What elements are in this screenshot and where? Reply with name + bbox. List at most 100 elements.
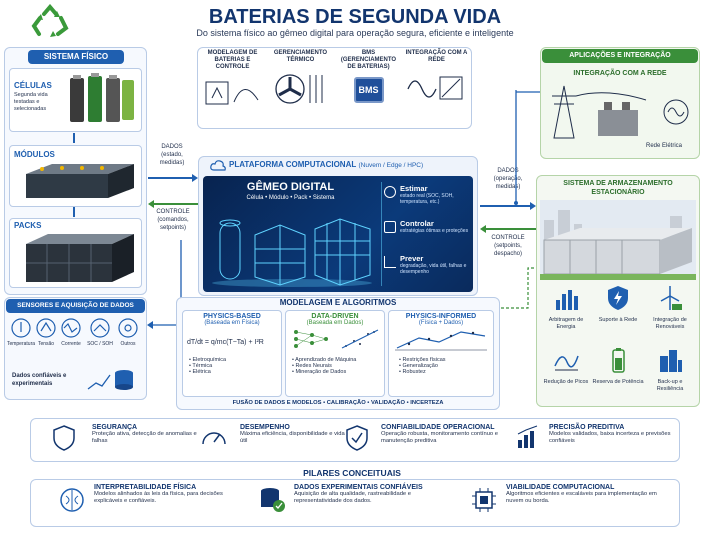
sliders-icon — [384, 221, 396, 233]
model-col-informed-item-1: • Generalização — [399, 363, 438, 369]
sine-wave-icon — [407, 76, 463, 100]
cloud-icon — [210, 158, 226, 171]
benefit-0-title: SEGURANÇA — [92, 424, 138, 431]
benefit-3-title: PRECISÃO PREDITIVA — [549, 424, 625, 431]
sensor-label-0: Temperatura — [6, 341, 36, 347]
function-control: Controlar estratégias ótimas e proteções — [384, 219, 470, 234]
bms-chip-icon: BMS — [353, 77, 384, 103]
app-2-label: Integração de Renováveis — [653, 317, 687, 330]
model-col-physics-item-1: • Térmica — [189, 363, 213, 369]
module-image — [22, 160, 137, 202]
benefit-1: DESEMPENHO Máxima eficiência, disponibil… — [200, 424, 350, 445]
pillar-1: DADOS EXPERIMENTAIS CONFIÁVEIS Aquisição… — [258, 484, 458, 512]
model-col-data-item-2: • Mineração de Dados — [292, 369, 347, 375]
twin-functions-divider — [381, 182, 382, 286]
model-col-physics-sub: (Baseada em Física) — [204, 320, 260, 326]
data-arrow-right — [480, 198, 536, 210]
twin-subtitle: Célula • Módulo • Pack • Sistema — [246, 195, 335, 201]
bar-growth-icon — [517, 425, 538, 448]
svg-text:dT/dt = q/mc(T−Ta) + I²R: dT/dt = q/mc(T−Ta) + I²R — [187, 339, 264, 346]
battery-icon — [612, 348, 625, 373]
page-subtitle: Do sistema físico ao gêmeo digital para … — [196, 28, 514, 38]
apps-grid: Arbitragem de Energia Suporte à Rede Int… — [540, 284, 696, 406]
digital-twin-box — [203, 176, 473, 292]
packs-title: PACKS — [14, 221, 42, 230]
app-4: Reserva de Potência — [592, 346, 644, 406]
app-0-label: Arbitragem de Energia — [548, 317, 584, 330]
sensors-header: SENSORES E AQUISIÇÃO DE DADOS — [6, 299, 145, 313]
model-col-data-item-1: • Redes Neurais — [292, 363, 332, 369]
trend-icon — [384, 256, 396, 268]
pillar-0: INTERPRETABILIDADE FÍSICA Modelos alinha… — [58, 484, 248, 512]
applications-panel — [540, 47, 700, 159]
pillars-panel — [30, 479, 680, 527]
gauge-icon — [202, 432, 226, 445]
sensor-label-2: Corrente — [61, 341, 81, 347]
shield-bolt-icon — [608, 286, 628, 310]
cells-title: CÉLULAS — [14, 81, 52, 90]
sensors-icons: Temperatura Tensão Corrente SOC / SOH Ou… — [6, 317, 144, 353]
benefit-1-desc: Máxima eficiência, disponibilidade e vid… — [240, 431, 345, 444]
app-3-label: Redução de Picos — [543, 379, 589, 385]
modules-title: MÓDULOS — [14, 150, 55, 159]
grid-label: Rede Elétrica — [646, 143, 683, 149]
top-blocks-panel — [197, 47, 472, 129]
benefit-3: PRECISÃO PREDITIVA Modelos validados, ba… — [515, 424, 675, 448]
data-note: Dados confiáveis e experimentais — [12, 373, 67, 387]
model-col-informed-item-2: • Robustez — [399, 369, 426, 375]
benefit-0-desc: Proteção ativa, detecção de anomalias e … — [92, 431, 197, 444]
benefit-1-title: DESEMPENHO — [240, 424, 290, 431]
benefit-0: SEGURANÇA Proteção ativa, detecção de an… — [52, 424, 202, 451]
app-3: Redução de Picos — [540, 346, 592, 406]
fit-curve-icon — [395, 331, 487, 351]
function-control-name: Controlar — [400, 219, 434, 228]
page-title: BATERIAS DE SEGUNDA VIDA — [208, 6, 502, 28]
function-predict-name: Prever — [400, 254, 424, 263]
model-col-physics-item-0: • Eletroquímica — [189, 357, 227, 363]
app-0: Arbitragem de Energia — [540, 284, 592, 344]
pack-image — [22, 230, 137, 286]
model-col-informed-title: PHYSICS-INFORMED — [405, 313, 477, 320]
control-arrow-right — [480, 221, 536, 233]
database-check-icon — [261, 488, 285, 512]
benefit-3-desc: Modelos validados, baixa incerteza e pre… — [549, 431, 671, 444]
model-col-physics-item-2: • Elétrica — [189, 369, 211, 375]
model-col-physics-title: PHYSICS-BASED — [203, 313, 261, 320]
top-block-2-label: BMS (GERENCIAMENTO DE BATERIAS) — [340, 50, 397, 70]
sensor-label-1: Tensão — [37, 341, 55, 347]
top-block-1-label: GERENCIAMENTO TÉRMICO — [273, 50, 328, 63]
buildings-icon — [660, 350, 682, 372]
battery-cells-image — [64, 72, 138, 128]
pillar-1-desc: Aquisição de alta qualidade, rastreabili… — [294, 491, 411, 504]
recycle-icon — [30, 3, 70, 44]
wind-turbine-icon — [660, 286, 682, 310]
top-block-3: INTEGRAÇÃO COM A REDE — [404, 50, 469, 126]
function-estimate-name: Estimar — [400, 184, 428, 193]
pillars-header: PILARES CONCEITUAIS — [303, 468, 401, 478]
power-grid-image — [546, 82, 696, 142]
cells-desc: Segunda vida testadas e selecionadas — [14, 92, 48, 112]
app-1: Suporte à Rede — [592, 284, 644, 344]
twin-hologram-image — [210, 205, 375, 287]
twin-title: GÊMEO DIGITAL — [246, 181, 335, 193]
control-arrow-left — [148, 196, 198, 208]
brain-icon — [60, 488, 84, 512]
platform-title: PLATAFORMA COMPUTACIONAL (Nuvem / Edge /… — [229, 160, 423, 169]
applications-header: APLICAÇÕES E INTEGRAÇÃO — [542, 49, 698, 63]
bar-chart-icon — [556, 290, 578, 310]
equation-icon: dT/dt = q/mc(T−Ta) + I²R — [187, 339, 264, 346]
pillar-0-title: INTERPRETABILIDADE FÍSICA — [94, 484, 197, 491]
shield-icon — [53, 425, 75, 451]
model-col-informed-sub: (Física + Dados) — [418, 320, 464, 326]
control-arrow-right-label: CONTROLE (setpoints, despacho) — [491, 235, 525, 257]
app-2: Integração de Renováveis — [644, 284, 696, 344]
function-predict: Prever degradação, vida útil, falhas e d… — [384, 254, 470, 275]
top-block-1: GERENCIAMENTO TÉRMICO — [268, 50, 333, 126]
platform-title-main: PLATAFORMA COMPUTACIONAL — [229, 160, 357, 169]
platform-title-sub: (Nuvem / Edge / HPC) — [358, 162, 424, 169]
pillar-2-desc: Algoritmos eficientes e escaláveis para … — [506, 491, 657, 504]
top-block-0: MODELAGEM DE BATERIAS E CONTROLE — [200, 50, 265, 126]
data-arrow-right-label: DADOS (operação, medidas) — [493, 168, 523, 190]
modeling-footer: FUSÃO DE DADOS E MODELOS • CALIBRAÇÃO • … — [232, 400, 444, 406]
arrow-down-2 — [73, 207, 75, 217]
